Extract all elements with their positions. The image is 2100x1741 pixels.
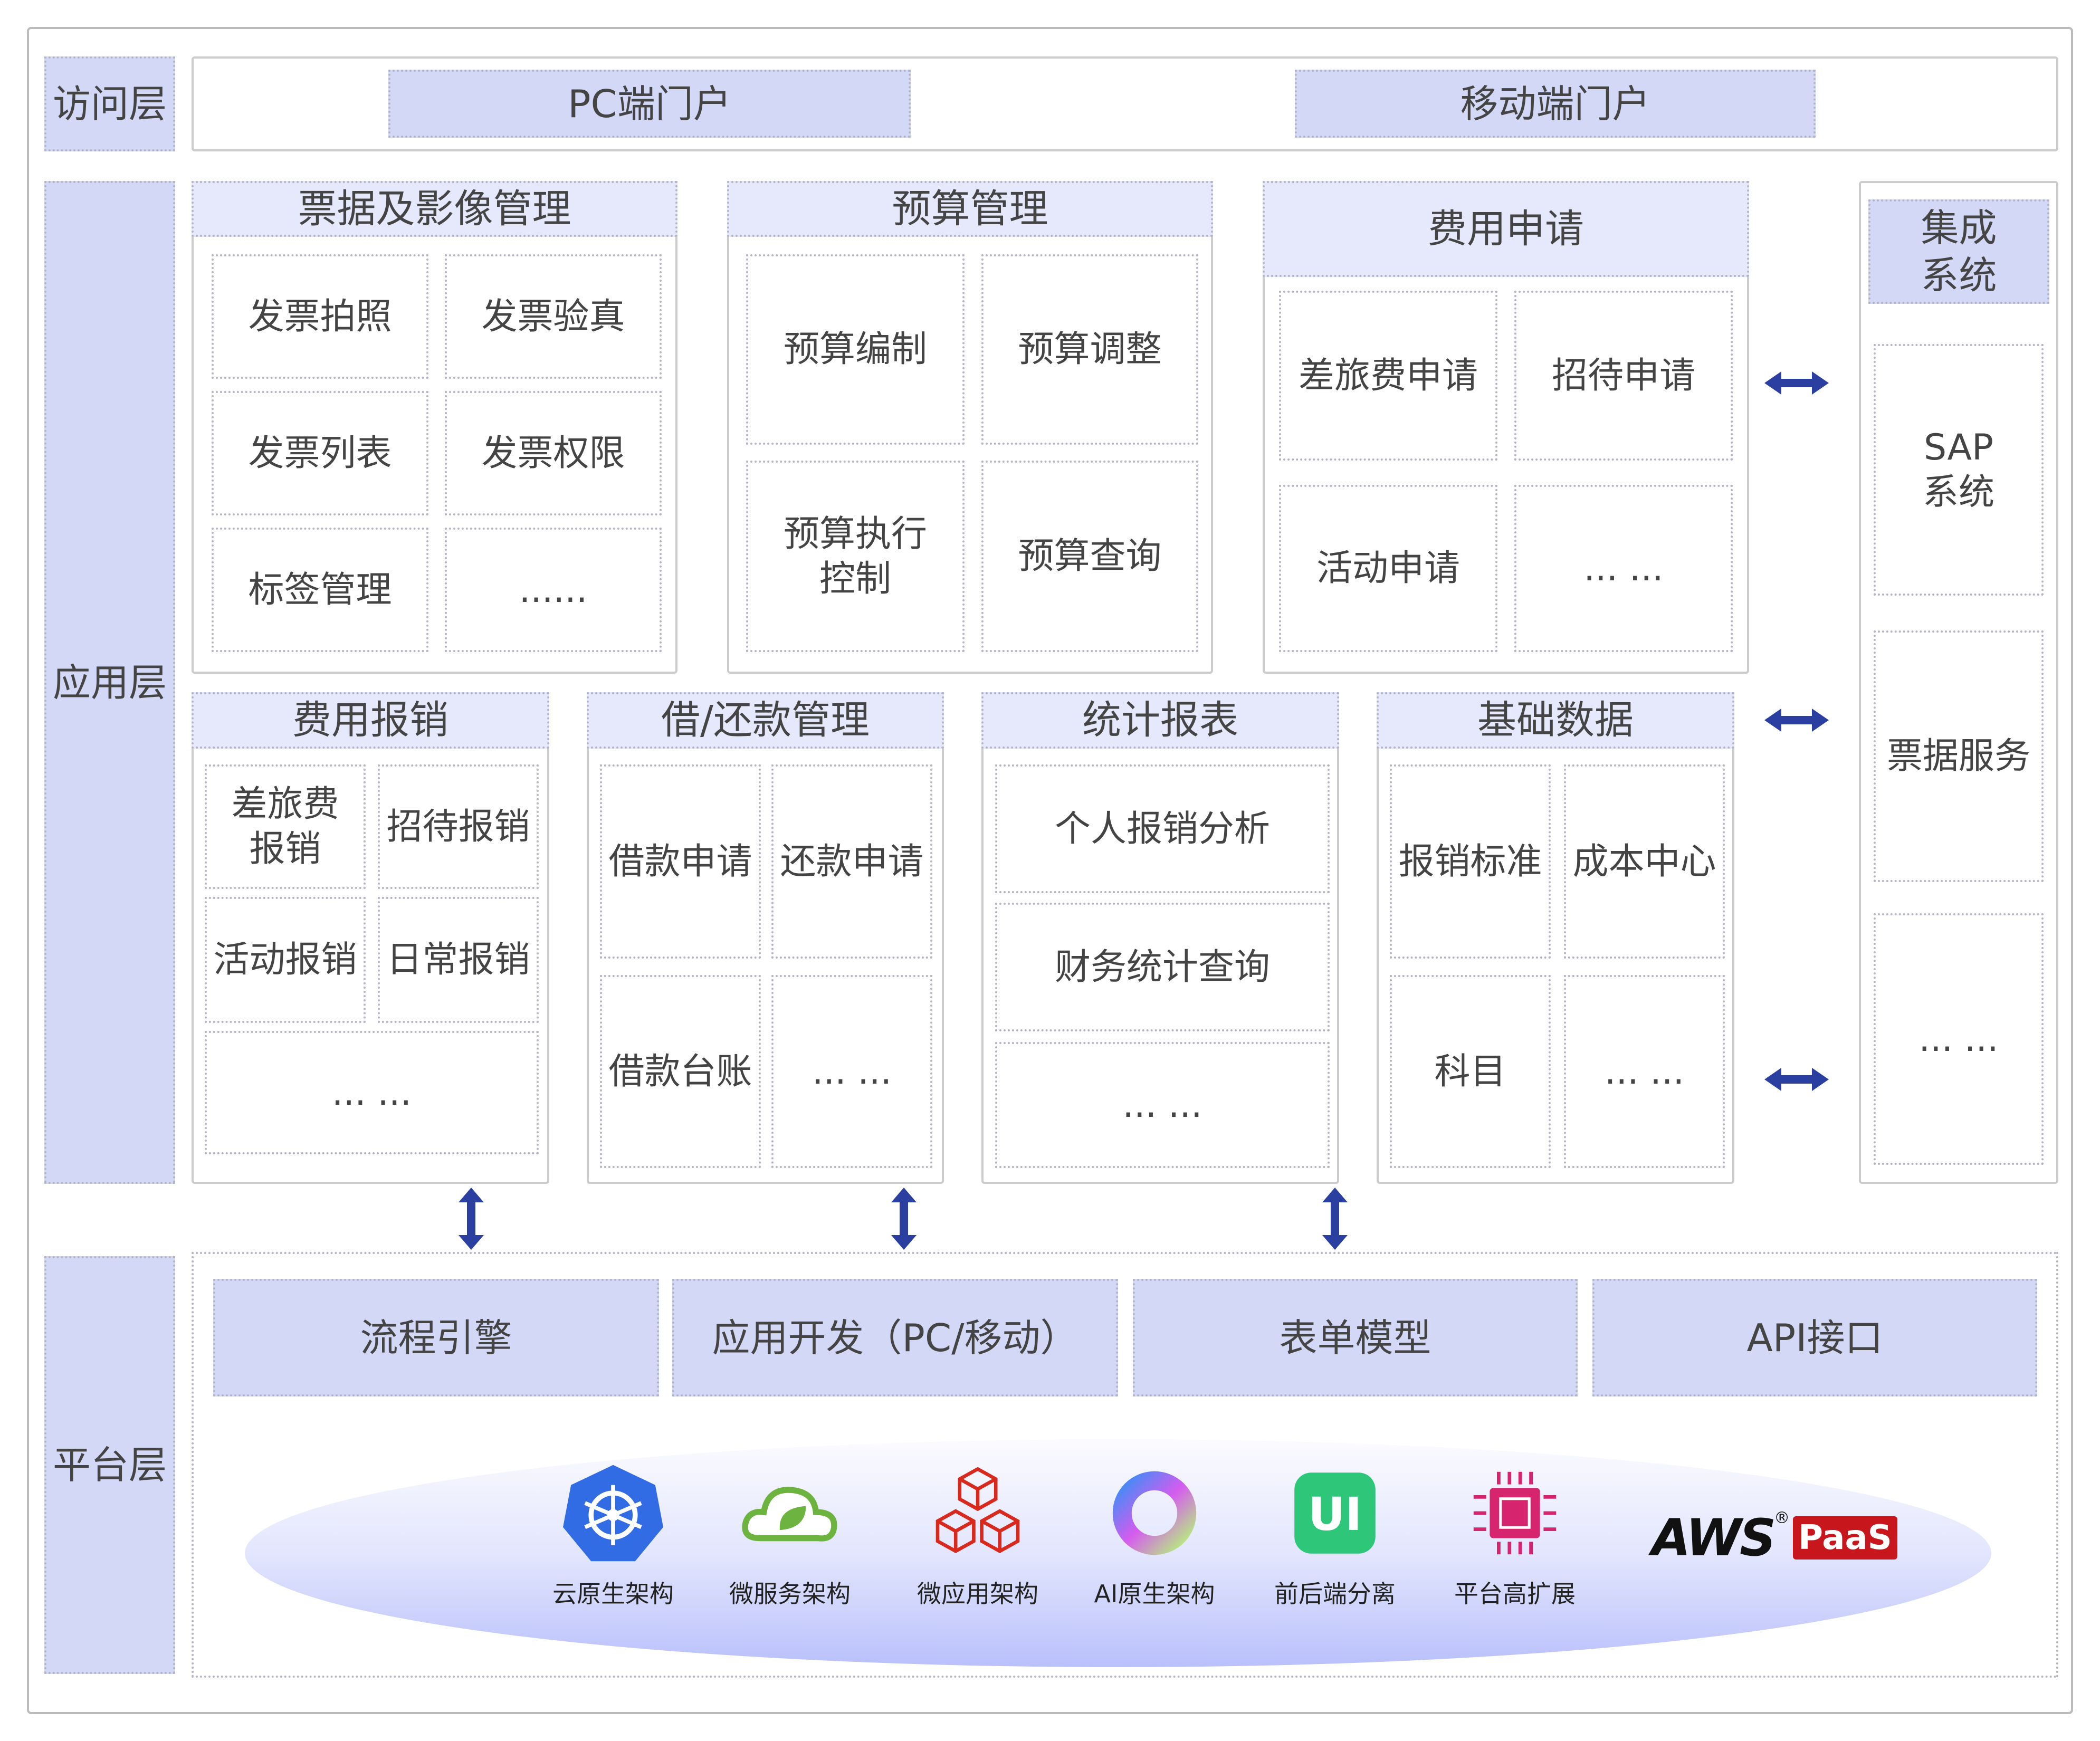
module-cell: 差旅费申请 <box>1279 291 1497 461</box>
module-cell: 标签管理 <box>212 528 428 652</box>
registered-mark: ® <box>1774 1509 1790 1527</box>
tech-label: 微服务架构 <box>729 1580 851 1608</box>
module-cell: 借款台账 <box>600 975 761 1168</box>
bidirectional-arrow-icon <box>1764 371 1829 395</box>
panel-title: 费用报销 <box>192 692 549 749</box>
module-cell: ... ... <box>1564 975 1725 1168</box>
platform-block: API接口 <box>1592 1279 2037 1396</box>
bidirectional-arrow-icon <box>1764 709 1829 732</box>
micro-app-cubes-icon <box>925 1460 1030 1566</box>
spring-leaf-cloud-icon <box>737 1460 843 1566</box>
vertical-arrow-icon <box>891 1188 917 1250</box>
module-cell: 差旅费 报销 <box>205 764 366 889</box>
chip-icon <box>1462 1460 1568 1566</box>
panel-title: 票据及影像管理 <box>192 181 677 237</box>
panel-title: 集成 系统 <box>1868 199 2049 304</box>
panel-title: 基础数据 <box>1377 692 1734 749</box>
panel-title: 费用申请 <box>1263 181 1749 277</box>
module-cell: 成本中心 <box>1564 764 1725 959</box>
module-cell: 招待报销 <box>378 764 539 889</box>
module-cell: 日常报销 <box>378 897 539 1023</box>
integration-item: SAP 系统 <box>1874 344 2044 596</box>
tech-label: AI原生架构 <box>1094 1580 1215 1608</box>
panel-title: 借/还款管理 <box>587 692 944 749</box>
ui-icon: UI <box>1282 1460 1388 1566</box>
module-cell: 科目 <box>1390 975 1551 1168</box>
module-cell: ... ... <box>995 1042 1330 1168</box>
module-cell: ... ... <box>771 975 932 1168</box>
platform-container <box>192 1252 2058 1678</box>
mobile-portal: 移动端门户 <box>1295 70 1816 138</box>
vertical-arrow-icon <box>1322 1188 1348 1250</box>
tech-label: 微应用架构 <box>917 1580 1038 1608</box>
module-cell: 发票拍照 <box>212 254 428 379</box>
bidirectional-arrow-icon <box>1764 1068 1829 1091</box>
module-cell: 财务统计查询 <box>995 903 1330 1031</box>
aws-paas-logo: AWS ® PaaS <box>1652 1508 1897 1567</box>
platform-block: 应用开发（PC/移动） <box>672 1279 1118 1396</box>
ai-ring-icon <box>1102 1460 1207 1566</box>
layer-label-access: 访问层 <box>44 56 175 151</box>
paas-badge: PaaS <box>1793 1516 1897 1560</box>
kubernetes-icon <box>560 1460 666 1566</box>
panel-title: 预算管理 <box>727 181 1213 237</box>
diagram-frame <box>27 27 2073 1714</box>
layer-label-application: 应用层 <box>44 181 175 1184</box>
module-cell: 预算调整 <box>981 254 1198 445</box>
integration-item: 票据服务 <box>1874 630 2044 882</box>
module-cell: 发票验真 <box>445 254 662 379</box>
module-cell: 报销标准 <box>1390 764 1551 959</box>
tech-label: 平台高扩展 <box>1454 1580 1576 1608</box>
integration-item: ... ... <box>1874 913 2044 1165</box>
module-cell: 个人报销分析 <box>995 764 1330 893</box>
module-cell: 活动报销 <box>205 897 366 1023</box>
module-cell: 招待申请 <box>1514 291 1733 461</box>
module-cell: 活动申请 <box>1279 485 1497 652</box>
tech-label: 云原生架构 <box>552 1580 674 1608</box>
pc-portal: PC端门户 <box>388 70 911 138</box>
module-cell: ...... <box>445 528 662 652</box>
platform-block: 流程引擎 <box>213 1279 659 1396</box>
panel-title: 统计报表 <box>981 692 1339 749</box>
aws-logo-text: AWS <box>1652 1508 1776 1567</box>
svg-text:UI: UI <box>1308 1488 1362 1541</box>
module-cell: ... ... <box>205 1031 539 1154</box>
tech-stack-ellipse <box>245 1439 1991 1667</box>
platform-block: 表单模型 <box>1133 1279 1578 1396</box>
module-cell: 预算查询 <box>981 461 1198 652</box>
vertical-arrow-icon <box>459 1188 484 1250</box>
module-cell: 发票权限 <box>445 391 662 515</box>
tech-label: 前后端分离 <box>1274 1580 1396 1608</box>
module-cell: 借款申请 <box>600 764 761 959</box>
module-cell: ... ... <box>1514 485 1733 652</box>
module-cell: 还款申请 <box>771 764 932 959</box>
module-cell: 发票列表 <box>212 391 428 515</box>
layer-label-platform: 平台层 <box>44 1256 175 1674</box>
module-cell: 预算编制 <box>746 254 965 445</box>
module-cell: 预算执行 控制 <box>746 461 965 652</box>
